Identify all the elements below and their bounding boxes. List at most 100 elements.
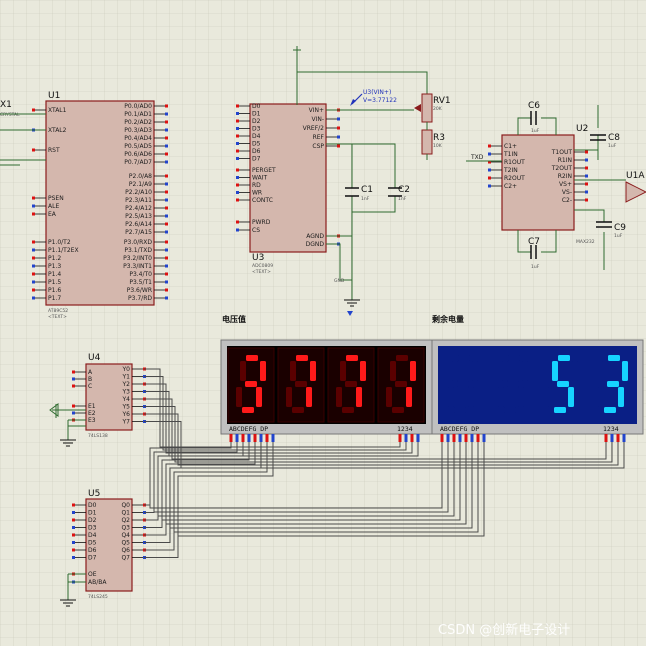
x1-ref: X1	[0, 100, 12, 110]
u1-right-b-pin-marker-6	[165, 222, 168, 226]
voltage-digit-3-seg-a	[396, 355, 408, 361]
voltage-display-pin-label: 1234	[397, 425, 413, 433]
u5-left-a-pin-label-0: D0	[88, 502, 97, 509]
voltage-digit-2-seg-g	[345, 381, 357, 387]
u1-right-c-pin-label-0: P3.0/RXD	[124, 239, 152, 246]
voltage-display[interactable]: 电压值 ABCDEFG DP 1234	[220, 314, 433, 435]
charge-display-seg-pin-4[interactable]	[464, 434, 468, 442]
voltage-probe[interactable]: U3(VIN+) V=3.77122	[350, 89, 397, 106]
u3-part: ADC0809	[252, 263, 273, 269]
charge-display-digit-pin-1[interactable]	[610, 434, 614, 442]
c2-capacitor[interactable]: C2 1nF	[388, 185, 410, 202]
voltage-display-seg-pin-5[interactable]	[259, 434, 263, 442]
u1-right-a-pin-label-1: P0.1/AD1	[124, 111, 152, 118]
u1-left-b-pin-label-2: EA	[48, 211, 57, 218]
charge-display-seg-pin-7[interactable]	[482, 434, 486, 442]
u1-right-a-pin-label-0: P0.0/AD0	[124, 103, 152, 110]
charge-display-seg-pin-3[interactable]	[458, 434, 462, 442]
u5-right-pin-label-7: Q7	[121, 555, 130, 562]
r3-ref: R3	[433, 133, 445, 143]
voltage-display-digit-pin-0[interactable]	[398, 434, 402, 442]
segment-bus-branch-0	[149, 442, 232, 508]
gnd-label: GND	[334, 278, 345, 284]
u1-left-pin-label-0: XTAL1	[48, 107, 67, 114]
u1-microcontroller[interactable]: U1 AT89C52 <TEXT> XTAL1XTAL2RSTPSENALEEA…	[32, 91, 168, 320]
voltage-display-segment-label: ABCDEFG DP	[229, 425, 268, 433]
digit-select-wire-0	[144, 368, 401, 448]
voltage-digit-1-seg-g	[295, 381, 307, 387]
c9-capacitor[interactable]: C9 1uF	[574, 209, 626, 270]
remaining-charge-display[interactable]: 剩余电量 ABCDEFG DP 1234	[431, 314, 644, 435]
u1-left-pin-label-1: XTAL2	[48, 127, 67, 134]
r3-value: 10K	[433, 143, 443, 149]
u2-right-pin-marker-0	[585, 150, 588, 154]
u1-right-b-pin-label-3: P2.3/A11	[125, 197, 152, 204]
charge-digit-1-seg-a	[508, 355, 520, 361]
u1-ref: U1	[48, 91, 60, 101]
u1-left-c-pin-label-5: P1.5	[48, 279, 61, 286]
voltage-display-seg-pin-3[interactable]	[247, 434, 251, 442]
u1-right-b-pin-label-1: P2.1/A9	[129, 181, 152, 188]
charge-display-seg-pin-6[interactable]	[476, 434, 480, 442]
u3-left-c-pin-marker-0	[236, 220, 239, 224]
voltage-display-seg-pin-0[interactable]	[229, 434, 233, 442]
charge-digit-0-seg-c	[468, 387, 474, 407]
voltage-digit-1-seg-a	[296, 355, 308, 361]
u1-right-a-pin-label-7: P0.7/AD7	[124, 159, 152, 166]
c7-capacitor[interactable]: C7 1uF	[517, 230, 557, 270]
charge-digit-2-seg-f	[552, 361, 558, 381]
c2-value: 1nF	[398, 196, 407, 202]
charge-display-digit-pin-3[interactable]	[622, 434, 626, 442]
u1-right-c-pin-marker-5	[165, 280, 168, 284]
u5-right-pin-label-1: Q1	[121, 510, 130, 517]
u5-buffer[interactable]: U5 74LS245 D0D1D2D3D4D5D6D7OEAB/BAQ0Q1Q2…	[60, 489, 146, 607]
u2-right-pin-marker-3	[585, 174, 588, 178]
u3-right-b-pin-label-1: DGND	[306, 241, 325, 248]
voltage-display-digit-pin-3[interactable]	[416, 434, 420, 442]
u2-left-pin-label-4: R2OUT	[504, 175, 525, 182]
voltage-digit-2-seg-d	[342, 407, 354, 413]
voltage-display-seg-pin-7[interactable]	[271, 434, 275, 442]
voltage-display-seg-pin-4[interactable]	[253, 434, 257, 442]
voltage-display-seg-pin-1[interactable]	[235, 434, 239, 442]
charge-display-seg-pin-5[interactable]	[470, 434, 474, 442]
c1-capacitor[interactable]: C1 1nF	[326, 143, 396, 300]
charge-display-segment-label: ABCDEFG DP	[440, 425, 479, 433]
r3-resistor[interactable]: R3 10K	[421, 122, 445, 160]
voltage-digit-2-seg-b	[360, 361, 366, 381]
u5-left-a-pin-label-5: D5	[88, 540, 97, 547]
charge-display-seg-pin-1[interactable]	[446, 434, 450, 442]
u1-right-c-pin-label-5: P3.5/T1	[129, 279, 152, 286]
charge-display-digit-pin-2[interactable]	[616, 434, 620, 442]
charge-display-seg-pin-0[interactable]	[440, 434, 444, 442]
u1-left-b-pin-marker-2	[32, 212, 35, 216]
x1-crystal[interactable]: X1 CRYSTAL	[0, 100, 46, 166]
u3-left-a-pin-marker-2	[236, 119, 239, 123]
voltage-digit-1	[286, 355, 316, 413]
charge-display-seg-pin-2[interactable]	[452, 434, 456, 442]
u1-right-c-pin-label-3: P3.3/INT1	[123, 263, 152, 270]
c8-capacitor[interactable]: C8 1uF	[574, 105, 620, 160]
charge-digit-1-seg-e	[498, 387, 504, 407]
u2-rs232[interactable]: U2 MAX232 C1+T1INR1OUTT2INR2OUTC2+T1OUTR…	[466, 124, 595, 245]
vcc-symbol	[293, 46, 428, 105]
voltage-display-digit-pin-2[interactable]	[410, 434, 414, 442]
voltage-digit-2-seg-c	[356, 387, 362, 407]
segment-bus-branch-3	[161, 442, 250, 520]
voltage-display-seg-pin-2[interactable]	[241, 434, 245, 442]
u1-text: <TEXT>	[48, 314, 67, 320]
u1a-buffer[interactable]: U1A	[574, 171, 646, 203]
u1-right-a-pin-marker-2	[165, 120, 168, 124]
voltage-display-digit-pin-1[interactable]	[404, 434, 408, 442]
c6-capacitor[interactable]: C6 1uF	[517, 101, 557, 135]
charge-digit-3-seg-e	[598, 387, 604, 407]
u1-right-b-pin-marker-2	[165, 190, 168, 194]
u2-right-pin-label-3: R2IN	[558, 173, 572, 180]
charge-display-digit-pin-0[interactable]	[604, 434, 608, 442]
u3-adc[interactable]: U3 ADC0809 <TEXT> D0D1D2D3D4D5D6D7PERGET…	[236, 103, 340, 275]
u1-left-c-pin-marker-0	[32, 240, 35, 244]
voltage-digit-2	[336, 355, 366, 413]
voltage-digit-2-seg-e	[336, 387, 342, 407]
voltage-display-seg-pin-6[interactable]	[265, 434, 269, 442]
